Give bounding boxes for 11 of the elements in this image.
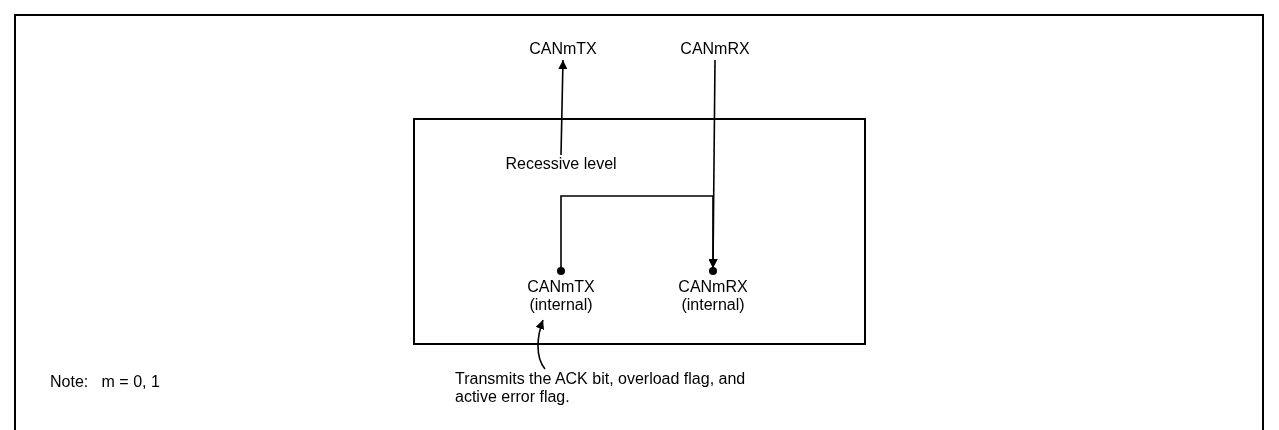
pin-label: CANmRX (675, 40, 755, 60)
pin-label: CANmTX (523, 40, 603, 60)
signal-label: Recessive level (476, 155, 646, 175)
signal-label: CANmTX (internal) (506, 278, 616, 316)
circuit-block (413, 118, 866, 345)
signal-label: CANmRX (internal) (658, 278, 768, 316)
signal-arrow (558, 59, 568, 156)
note-text: Note: m = 0, 1 (50, 373, 160, 391)
note-text: Transmits the ACK bit, overload flag, and active error flag. (455, 370, 785, 410)
signal-arrow (560, 195, 718, 269)
leader-line (535, 319, 546, 370)
